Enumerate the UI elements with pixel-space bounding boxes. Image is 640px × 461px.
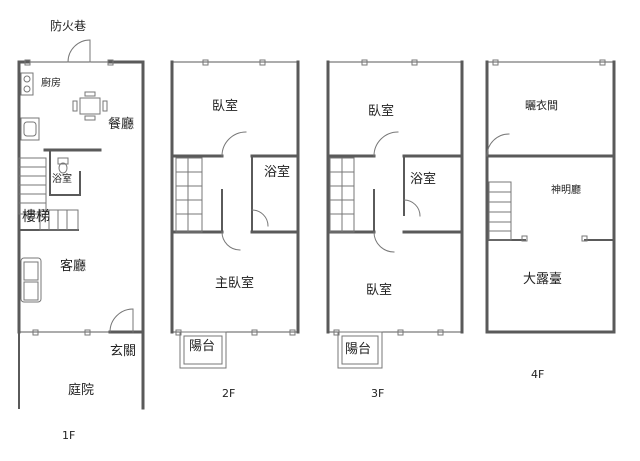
dining-label: 餐廳 <box>108 117 135 132</box>
bedroom-2f-label: 臥室 <box>212 99 239 114</box>
yard-label: 庭院 <box>68 383 95 398</box>
living-room-label: 客廳 <box>60 259 87 274</box>
floor-1-fixtures <box>18 39 134 336</box>
floor-3-walls <box>326 60 464 334</box>
laundry-room-label: 曬衣間 <box>525 99 558 112</box>
terrace-label: 大露臺 <box>523 272 563 287</box>
stairs-label: 樓梯 <box>22 209 50 225</box>
balcony-2f-label: 陽台 <box>189 339 216 354</box>
kitchen-label: 廚房 <box>41 78 61 89</box>
bath-2f-label: 浴室 <box>264 165 291 180</box>
floor-4-fixtures <box>486 59 606 242</box>
fire-lane-label: 防火巷 <box>50 19 87 33</box>
entry-label: 玄關 <box>110 344 137 359</box>
balcony-3f-label: 陽台 <box>345 342 372 357</box>
floor-2-label: 2F <box>222 387 236 400</box>
master-bedroom-label: 主臥室 <box>215 276 255 291</box>
floor-3-fixtures <box>329 59 444 369</box>
bath-3f-label: 浴室 <box>410 172 437 187</box>
floor-1-label: 1F <box>62 429 76 442</box>
bedroom-3f-bottom-label: 臥室 <box>366 283 393 298</box>
floor-1-walls <box>17 60 145 410</box>
floor-4-walls <box>485 60 616 334</box>
floor-4-label: 4F <box>531 368 545 381</box>
bath-1f-label: 浴室 <box>52 174 72 185</box>
floor-2-fixtures <box>175 59 296 369</box>
shrine-room-label: 神明廳 <box>551 185 581 196</box>
floor-2-walls <box>170 60 300 334</box>
bedroom-3f-top-label: 臥室 <box>368 104 395 119</box>
floor-3-label: 3F <box>371 387 385 400</box>
